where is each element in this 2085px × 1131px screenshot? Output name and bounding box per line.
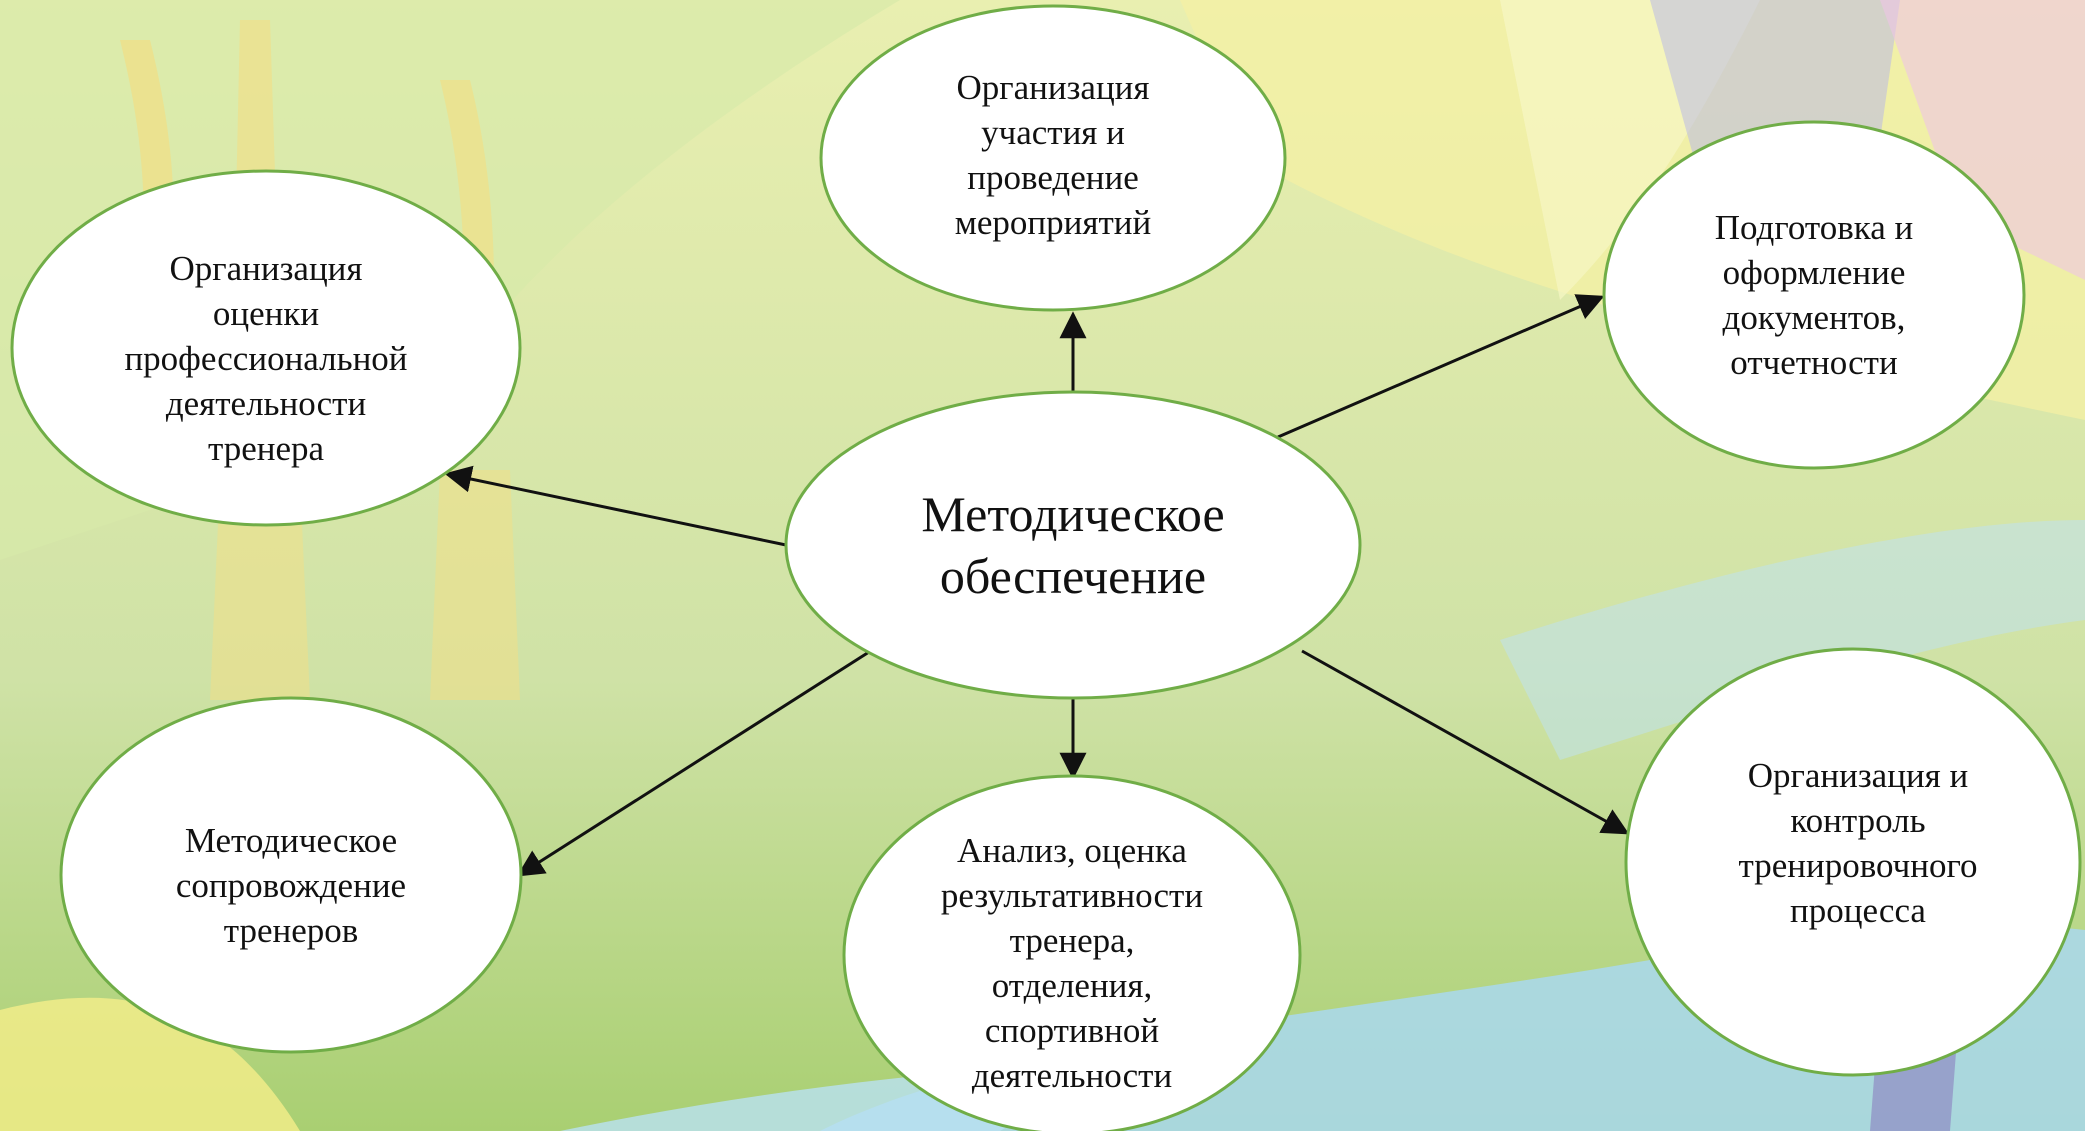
- training-control-node-label: Организация и контроль тренировочного пр…: [1673, 743, 2043, 943]
- coach-evaluation-node-label: Организация оценки профессиональной деят…: [61, 238, 471, 478]
- coach-evaluation-label-line: деятельности: [165, 383, 367, 423]
- analysis-node-label: Анализ, оценка результативности тренера,…: [877, 823, 1267, 1103]
- analysis-label-line: результативности: [940, 876, 1204, 915]
- arrow-to-coach-evaluation: [444, 465, 787, 547]
- events-label-line: проведение: [967, 158, 1139, 197]
- connectors: [444, 294, 1630, 877]
- analysis-label-line: тренера,: [1009, 921, 1135, 960]
- documents-label-line: Подготовка и: [1714, 208, 1914, 247]
- documents-label-line: отчетности: [1730, 343, 1898, 382]
- arrow-to-coach-support: [516, 650, 870, 877]
- events-node-label: Организация участия и проведение меропри…: [853, 55, 1253, 255]
- arrow-to-documents: [1277, 294, 1605, 439]
- node-training-control: [1624, 647, 2082, 1077]
- center-node-label: Методическое обеспечение: [826, 465, 1320, 625]
- node-documents: [1602, 120, 2026, 470]
- coach-support-label-line: Методическое: [184, 820, 398, 860]
- coach-support-label-line: сопровождение: [175, 865, 407, 905]
- coach-evaluation-label-line: оценки: [212, 293, 320, 333]
- coach-evaluation-label-line: профессиональной: [124, 338, 408, 378]
- training-control-label-line: Организация и: [1747, 756, 1969, 795]
- node-coach-evaluation: [10, 169, 522, 527]
- documents-label-line: документов,: [1722, 298, 1906, 337]
- analysis-label-line: Анализ, оценка: [957, 831, 1187, 870]
- training-control-label-line: контроль: [1790, 801, 1926, 840]
- coach-support-node-label: Методическое сопровождение тренеров: [111, 810, 471, 960]
- events-label-line: участия и: [981, 113, 1125, 152]
- center-label-line-1: Методическое: [921, 486, 1225, 542]
- node-coach-support: [59, 696, 523, 1054]
- analysis-label-line: отделения,: [991, 966, 1153, 1005]
- node-events: [819, 4, 1287, 312]
- node-analysis: [842, 774, 1302, 1131]
- center-label-line-2: обеспечение: [939, 548, 1207, 604]
- coach-evaluation-label-line: тренера: [207, 428, 325, 468]
- documents-label-line: оформление: [1722, 253, 1906, 292]
- events-label-line: мероприятий: [954, 203, 1152, 242]
- arrow-to-training-control: [1301, 649, 1630, 835]
- analysis-label-line: спортивной: [984, 1011, 1160, 1050]
- coach-support-label-line: тренеров: [223, 910, 359, 950]
- training-control-label-line: процесса: [1790, 891, 1926, 930]
- analysis-label-line: деятельности: [971, 1056, 1173, 1095]
- center-node: [784, 390, 1362, 700]
- events-label-line: Организация: [956, 68, 1150, 107]
- training-control-label-line: тренировочного: [1738, 846, 1978, 885]
- documents-node-label: Подготовка и оформление документов, отче…: [1634, 195, 1994, 395]
- coach-evaluation-label-line: Организация: [169, 248, 363, 288]
